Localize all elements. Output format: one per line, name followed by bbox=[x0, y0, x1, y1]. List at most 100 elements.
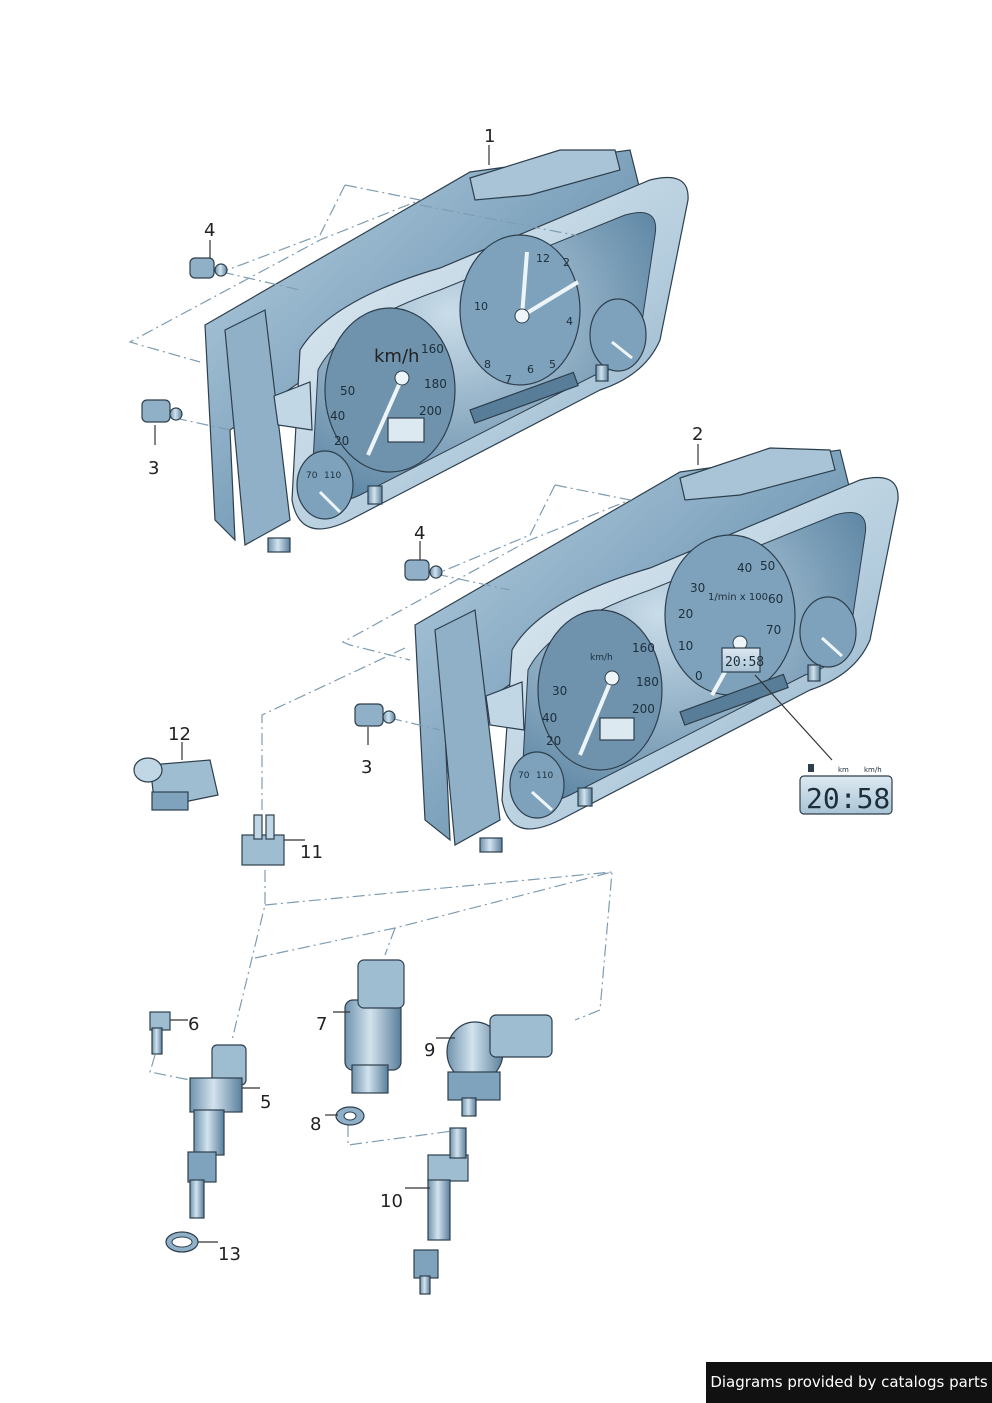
dash-line-cluster-2-to-4 bbox=[435, 484, 556, 575]
cluster-2-speedo-tick: 40 bbox=[542, 711, 557, 725]
callout-8: 8 bbox=[310, 1114, 321, 1135]
cluster-1-clock-tick: 10 bbox=[474, 300, 488, 313]
bulb-holder-3-lower bbox=[354, 703, 396, 727]
cluster-2-tacho-tick: 30 bbox=[690, 581, 705, 595]
cluster-1-clock-hub bbox=[514, 308, 530, 324]
dash-line-bus-to-7b bbox=[384, 927, 396, 956]
cluster-1-odometer-window bbox=[387, 417, 425, 443]
lcd-detail: 20:58 km km/h bbox=[754, 674, 893, 815]
drive-shaft-10-tip bbox=[419, 1275, 431, 1295]
dash-line-cluster-1-outline bbox=[128, 184, 423, 363]
cluster-1-warning-strip bbox=[469, 371, 579, 424]
speed-sender-5-gear bbox=[187, 1151, 217, 1183]
lcd-detail-leader bbox=[754, 674, 833, 761]
cluster-1-speedo-tick: 160 bbox=[421, 342, 444, 356]
speed-sender-5-collar bbox=[189, 1077, 243, 1113]
cluster-1-temp-tick: 70 bbox=[306, 471, 318, 481]
connector-11-body bbox=[241, 834, 285, 866]
cluster-1-clock-tick: 12 bbox=[536, 252, 550, 265]
callout-4-upper: 4 bbox=[204, 220, 215, 241]
dash-line-11-to-senders bbox=[231, 870, 266, 1041]
dash-line-cluster-1-cross bbox=[419, 204, 601, 241]
cluster-2-tacho-tick: 70 bbox=[766, 623, 781, 637]
lcd-detail-unit-right: km/h bbox=[864, 766, 882, 774]
speed-sender-5-body bbox=[193, 1109, 225, 1156]
cluster-2-speedo-tick: 30 bbox=[552, 684, 567, 698]
lcd-detail-unit-left: km bbox=[838, 766, 849, 774]
callout-7: 7 bbox=[316, 1014, 327, 1035]
cluster-2-speedometer-needle bbox=[578, 677, 614, 756]
cluster-1-trip-reset-knob bbox=[367, 485, 383, 505]
dash-line-cluster-2-bulb-lower bbox=[389, 717, 441, 731]
callout-6: 6 bbox=[188, 1014, 199, 1035]
dash-line-8-to-10 bbox=[347, 1125, 461, 1146]
drive-shaft-10-gear bbox=[413, 1249, 439, 1279]
cluster-1-temp-tick: 110 bbox=[324, 471, 341, 481]
cluster-1-clock-adjust-knob bbox=[595, 364, 609, 382]
cluster-1-speedo-tick: 50 bbox=[340, 384, 355, 398]
cluster-1-connector-top bbox=[469, 149, 621, 201]
cluster-2-speedometer-hub bbox=[604, 670, 620, 686]
cluster-2-lcd-window bbox=[721, 647, 761, 673]
bulb-holder-4-lower-tip bbox=[429, 565, 443, 579]
cluster-2-temp-tick: 70 bbox=[518, 771, 530, 781]
cluster-1-clock-tick: 5 bbox=[549, 358, 556, 371]
bulb-holder-4-upper bbox=[189, 257, 228, 279]
cluster-2-connector-top bbox=[679, 447, 836, 501]
sender-9 bbox=[446, 1014, 553, 1117]
cluster-1-speedo-tick: 180 bbox=[424, 377, 447, 391]
speed-sender-5 bbox=[187, 1044, 247, 1219]
cluster-2-temp-gauge bbox=[509, 751, 565, 819]
bolt-6 bbox=[149, 1011, 171, 1055]
clip-12 bbox=[133, 757, 219, 811]
cluster-1-bracket bbox=[273, 381, 313, 431]
cluster-2-side-plate bbox=[434, 609, 501, 846]
dash-line-cluster-1-bulb-upper bbox=[221, 271, 301, 291]
clip-12-ring bbox=[133, 757, 163, 783]
sender-9-plug bbox=[489, 1014, 553, 1058]
dash-line-cluster-2-to-11 bbox=[261, 647, 406, 810]
dash-line-6-to-5 bbox=[149, 1054, 191, 1081]
cluster-2-tacho-tick: 50 bbox=[760, 559, 775, 573]
cluster-2-trip-reset-knob bbox=[577, 787, 593, 807]
o-ring-13 bbox=[165, 1231, 199, 1253]
bolt-6-shank bbox=[151, 1027, 163, 1055]
sender-7-stem bbox=[351, 1064, 389, 1094]
dashed-connection-lines bbox=[128, 184, 633, 1146]
connector-11-pin-b bbox=[265, 814, 275, 840]
speed-sender-5-shaft bbox=[189, 1179, 205, 1219]
cluster-1-clock-hand-minute bbox=[520, 280, 580, 318]
callout-labels: 1 2 4 3 4 3 12 11 6 7 9 5 8 10 13 bbox=[148, 126, 703, 1265]
cluster-1-clock-tick: 4 bbox=[566, 315, 573, 328]
drive-shaft-10-nut bbox=[427, 1154, 469, 1182]
dash-line-cluster-2-outline bbox=[341, 484, 633, 661]
footer-credit: Diagrams provided by catalogs parts bbox=[706, 1362, 992, 1403]
cluster-1-speedometer-hub bbox=[394, 370, 410, 386]
cluster-2-warning-strip bbox=[679, 673, 789, 726]
cluster-1-speedometer-needle bbox=[366, 377, 404, 456]
dash-line-sender-bus bbox=[254, 871, 613, 1021]
callout-10: 10 bbox=[380, 1191, 403, 1212]
sender-7-body bbox=[344, 999, 402, 1071]
bolt-6-head bbox=[149, 1011, 171, 1031]
lcd-detail-display bbox=[799, 775, 893, 815]
cluster-2-bracket bbox=[485, 681, 525, 731]
cluster-2-lcd-time: 20:58 bbox=[725, 655, 764, 670]
sender-9-tip bbox=[461, 1097, 477, 1117]
callout-11: 11 bbox=[300, 842, 323, 863]
cluster-1-fuel-gauge bbox=[589, 298, 647, 372]
instrument-cluster-1: km/h 20 40 50 160 180 200 12 2 4 5 6 7 8… bbox=[204, 149, 689, 553]
cluster-2-temp-tick: 110 bbox=[536, 771, 553, 781]
cluster-2-mount-pin bbox=[479, 837, 503, 853]
callout-leaders bbox=[154, 145, 699, 1243]
connector-11-pin-a bbox=[253, 814, 263, 840]
cluster-2-fuel-gauge bbox=[799, 596, 857, 668]
cluster-2-temp-needle bbox=[530, 790, 554, 812]
washer-8-hole bbox=[343, 1111, 357, 1121]
cluster-1-mount-pin bbox=[267, 537, 291, 553]
bulb-holder-4-lower bbox=[404, 559, 443, 581]
callout-1: 1 bbox=[484, 126, 495, 147]
cluster-2-tacho-tick: 0 bbox=[695, 669, 703, 683]
cluster-2-speedo-unit: km/h bbox=[590, 653, 613, 663]
dash-line-cluster-1-bulb-lower bbox=[174, 417, 231, 431]
